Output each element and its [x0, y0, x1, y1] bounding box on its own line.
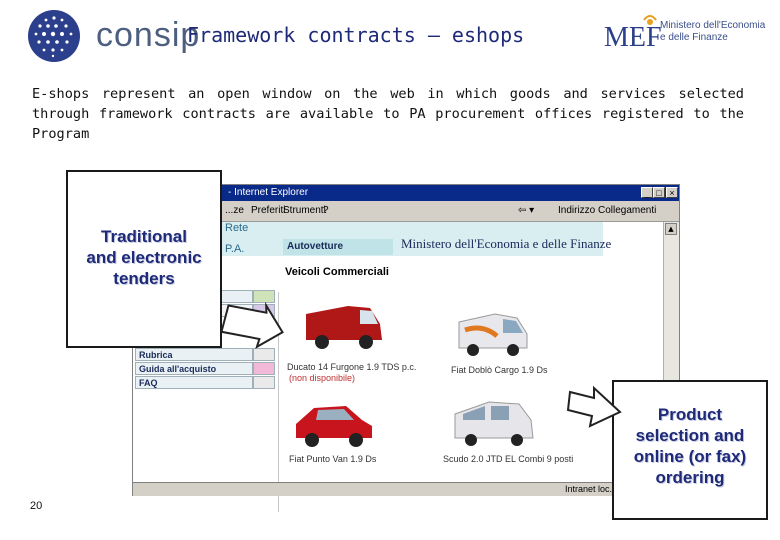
arrow-left-callout-icon	[212, 302, 292, 364]
callout-product-ordering: Product selection and online (or fax) or…	[612, 380, 768, 520]
sidebar-item-guida[interactable]: Guida all'acquisto	[135, 362, 253, 375]
product-image-ducato[interactable]	[298, 294, 388, 354]
product-label-punto[interactable]: Fiat Punto Van 1.9 Ds	[289, 454, 377, 464]
slide-title: Framework contracts – eshops	[187, 23, 525, 47]
product-image-scudo[interactable]	[449, 390, 539, 450]
product-label-ducato[interactable]: Ducato 14 Furgone 1.9 TDS p.c.	[287, 362, 417, 372]
site-brand-line-1: Rete	[225, 222, 249, 234]
menu-item-strumenti[interactable]: Strumenti	[283, 205, 326, 216]
tab-autovetture[interactable]: Autovetture	[283, 239, 393, 255]
intro-paragraph: E-shops represent an open window on the …	[32, 86, 744, 142]
product-label-doblo[interactable]: Fiat Doblò Cargo 1.9 Ds	[451, 365, 548, 375]
site-brand-line-2: P.A.	[225, 243, 245, 255]
callout-left-line-3: tenders	[113, 269, 175, 288]
callout-right-line-3: online (or fax)	[633, 447, 747, 466]
ie-toolbar: ...ze Preferiti Strumenti ? ⇦ ▾ Indirizz…	[133, 201, 679, 222]
callout-traditional-tenders: Traditional and electronic tenders	[66, 170, 222, 348]
mef-logo: MEF	[602, 10, 770, 60]
site-title: Ministero dell'Economia e delle Finanze	[401, 236, 612, 251]
ie-window-title: - Internet Explorer	[228, 187, 309, 198]
sidebar-marker	[253, 290, 275, 303]
section-title: Veicoli Commerciali	[285, 266, 389, 278]
sidebar-marker	[253, 348, 275, 361]
ie-statusbar: Intranet loc...	[133, 482, 679, 496]
status-zone: Intranet loc...	[565, 484, 618, 494]
sidebar-item-rubrica[interactable]: Rubrica	[135, 348, 253, 361]
consip-brand: consip	[96, 16, 201, 54]
callout-right-line-2: selection and	[635, 426, 745, 445]
back-arrow-icon[interactable]: ⇦ ▾	[518, 205, 535, 216]
sidebar-item-faq[interactable]: FAQ	[135, 376, 253, 389]
product-image-doblo[interactable]	[453, 300, 533, 360]
callout-left-line-2: and electronic	[86, 248, 202, 267]
mef-ministry-name: Ministero dell'Economia e delle Finanze	[660, 20, 765, 44]
product-label-scudo[interactable]: Scudo 2.0 JTD EL Combi 9 posti	[443, 454, 574, 464]
menu-item-help[interactable]: ?	[323, 205, 329, 216]
callout-right-line-4: ordering	[655, 468, 725, 487]
scroll-up-icon[interactable]: ▲	[665, 223, 677, 235]
sidebar-marker	[253, 376, 275, 389]
arrow-right-callout-icon	[566, 382, 624, 434]
mef-line-2: e delle Finanze	[660, 32, 728, 43]
callout-left-line-1: Traditional	[101, 227, 187, 246]
mef-logo-letters: MEF	[604, 22, 662, 53]
close-button[interactable]: ×	[666, 187, 678, 198]
content-divider	[278, 292, 279, 512]
page-number: 20	[30, 500, 43, 512]
ie-titlebar: - Internet Explorer _ □ ×	[133, 185, 679, 201]
links-label[interactable]: Collegamenti	[598, 205, 657, 216]
sidebar-marker	[253, 362, 275, 375]
minimize-button[interactable]: _	[641, 187, 653, 198]
site-brand: Rete P.A.	[225, 222, 248, 256]
maximize-button[interactable]: □	[653, 187, 665, 198]
consip-globe-logo	[22, 8, 86, 64]
menu-item-preferiti[interactable]: Preferiti	[251, 205, 286, 216]
menu-item-0[interactable]: ...ze	[225, 205, 244, 216]
product-image-punto[interactable]	[288, 392, 378, 452]
address-label: Indirizzo	[558, 205, 596, 216]
mef-line-1: Ministero dell'Economia	[660, 20, 766, 31]
product-note-ducato: (non disponibile)	[289, 373, 356, 383]
callout-right-line-1: Product	[657, 405, 723, 424]
